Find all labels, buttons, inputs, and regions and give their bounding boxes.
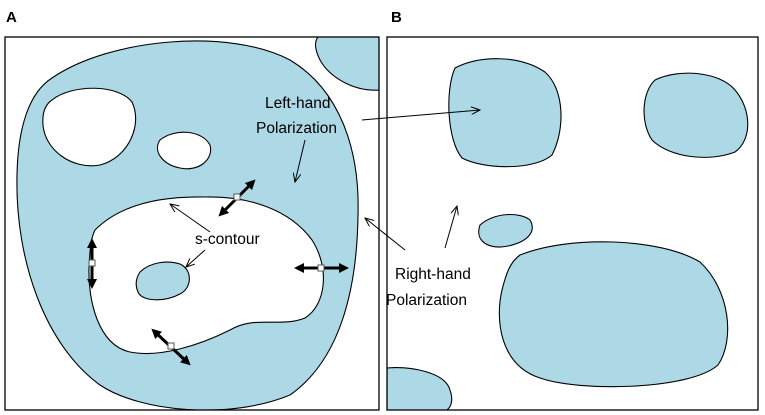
left-hand-label-line1: Left-hand [265, 95, 331, 112]
inner-right-hand-island [135, 261, 190, 301]
right-hand-label-line2: Polarization [386, 292, 467, 309]
s-contour-arrow-bottom [186, 249, 206, 267]
right-hand-region-b-small [478, 214, 533, 248]
panel-a-label: A [6, 9, 17, 26]
contour-handle-left [88, 259, 96, 267]
left-hand-region-corner [315, 37, 379, 91]
left-hand-label-line2: Polarization [256, 120, 337, 137]
panel-a [16, 37, 379, 410]
right-hand-region-b-corner [387, 367, 453, 410]
hole-region-2 [156, 131, 212, 170]
contour-handle-top [233, 193, 241, 201]
contour-handle-bottom [167, 342, 175, 350]
right-hand-arrow-a [365, 218, 406, 251]
panel-b-label: B [391, 9, 402, 26]
right-hand-label-line1: Right-hand [395, 266, 471, 283]
right-hand-arrow-b [444, 206, 457, 249]
left-hand-region-b-1 [448, 58, 562, 168]
s-contour-arrow-top [170, 204, 211, 233]
s-contour-label: s-contour [195, 231, 260, 248]
left-hand-arrow-a [295, 139, 306, 182]
panel-a-frame [4, 36, 380, 411]
left-hand-region-b-2 [643, 72, 749, 158]
panel-b-frame [386, 36, 759, 411]
right-hand-region-b-large [498, 241, 729, 388]
s-contour-hole [88, 196, 324, 355]
left-hand-arrow-b [361, 110, 480, 121]
hole-region-1 [42, 87, 137, 167]
panel-b [387, 58, 749, 410]
contour-handle-right [317, 264, 325, 272]
